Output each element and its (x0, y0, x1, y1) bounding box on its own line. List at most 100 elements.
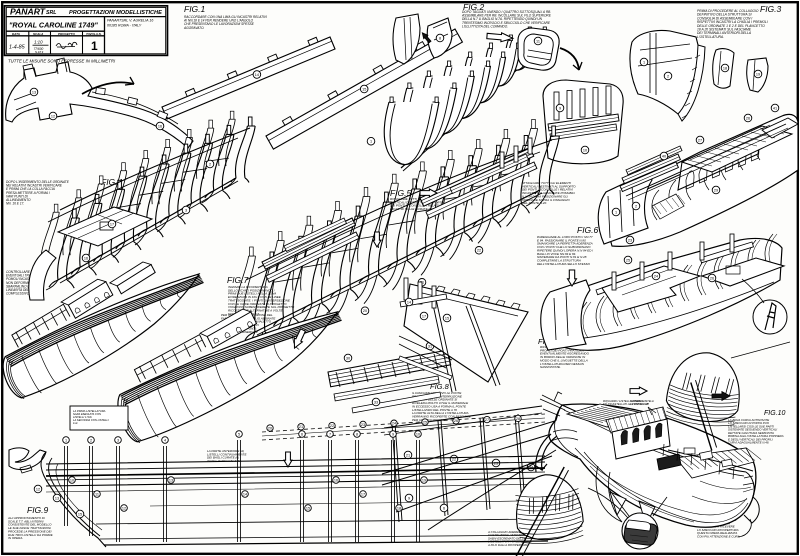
svg-text:PRIMI DUE LISTELLI NELLA ZONA: PRIMI DUE LISTELLI NELLA ZONA (228, 292, 276, 296)
svg-text:PAREGGIARE AL LORO POSTO I NN: PAREGGIARE AL LORO POSTO I NN.77 (537, 235, 593, 239)
svg-text:BOBINA DALL'OSTELLATURA POPPI: BOBINA DALL'OSTELLATURA POPPIERA (728, 434, 784, 438)
svg-text:AI NN.18 E 14 PER RENDERE UNO: AI NN.18 E 14 PER RENDERE UNO L'ANGOLO (183, 19, 254, 23)
svg-text:12: 12 (51, 114, 55, 118)
svg-text:DEI BAGLI CURATE (6): DEI BAGLI CURATE (6) (207, 456, 239, 460)
svg-text:LISTELLARSI COSI LE SUE PART: LISTELLARSI COSI LE SUE PARTI (728, 425, 774, 429)
svg-text:TRATTEGGIATE. I PONTI DI INTE: TRATTEGGIATE. I PONTI DI INTERSEZIONE (228, 298, 291, 302)
svg-text:TRENTESIMO INCROCIO E SBUCCIOL: TRENTESIMO INCROCIO E SBUCCIOLO CHE VERI… (462, 21, 551, 25)
svg-text:24: 24 (529, 465, 533, 469)
svg-text:15: 15 (306, 506, 310, 510)
svg-text:DEI PONTI O CONSOLLE I RELATIV: DEI PONTI O CONSOLLE I RELATIVI (522, 188, 573, 192)
svg-text:1x4.: 1x4. (73, 421, 78, 425)
svg-text:E DEGLI VERTICALI DEI PROFILI: E DEGLI VERTICALI DEI PROFILI (728, 438, 773, 442)
svg-text:19: 19 (422, 478, 426, 482)
svg-text:20: 20 (268, 426, 272, 430)
svg-text:VARI PUNTI DI: VARI PUNTI DI (6, 194, 28, 198)
svg-text:FIG.5: FIG.5 (390, 188, 412, 198)
svg-text:SMANIGARE LA PERFETTA ADERENZA: SMANIGARE LA PERFETTA ADERENZA (537, 242, 593, 246)
svg-text:PANART: PANART (10, 7, 46, 17)
svg-text:PROFILI DEI PONTI PRATICAVI: PROFILI DEI PONTI PRATICAVI (540, 348, 584, 352)
svg-text:SBARRALINO LA: SBARRALINO LA (6, 284, 31, 288)
svg-text:13: 13 (169, 478, 173, 482)
svg-text:ED INCASTELLATI AL PONTE N.28: ED INCASTELLATI AL PONTE N.28 (603, 402, 649, 406)
svg-text:DEL PONTE N.20.: DEL PONTE N.20. (522, 201, 547, 205)
svg-text:13: 13 (55, 496, 59, 500)
svg-text:NON DEFORMINO O: NON DEFORMINO O (6, 281, 37, 285)
svg-text:PANARTSRL V. AURELIA 16: PANARTSRL V. AURELIA 16 (107, 19, 153, 23)
svg-text:L'OSTELLATURA.: L'OSTELLATURA. (697, 35, 724, 39)
svg-text:18: 18 (397, 506, 401, 510)
svg-text:14: 14 (407, 300, 411, 304)
svg-text:21: 21 (406, 453, 410, 457)
svg-text:DELLE ORDINATE 1 E 2 E DEL PLA: DELLE ORDINATE 1 E 2 E DEL PLANCETTO (697, 24, 765, 28)
svg-text:22: 22 (330, 424, 334, 428)
svg-text:SRL: SRL (46, 10, 56, 16)
svg-text:A COLLAGGIO ADERENZA DI: A COLLAGGIO ADERENZA DI (487, 530, 528, 534)
svg-text:10: 10 (583, 148, 587, 152)
svg-text:29: 29 (714, 188, 718, 192)
svg-text:23: 23 (361, 423, 365, 427)
svg-text:10: 10 (416, 432, 420, 436)
svg-text:SARA ESEGUITA CON: SARA ESEGUITA CON (73, 412, 101, 416)
svg-text:SABIV ESCREMATO DELLA: SABIV ESCREMATO DELLA (488, 537, 525, 541)
svg-text:EVIDENZIATA IN FIG.9 CON LE L: EVIDENZIATA IN FIG.9 CON LE LINEE (228, 295, 282, 299)
svg-text:6: 6 (443, 506, 445, 510)
svg-text:16: 16 (84, 256, 88, 260)
svg-text:14: 14 (255, 73, 259, 77)
svg-text:PRESA METTERE A FORMA I: PRESA METTERE A FORMA I (6, 191, 50, 195)
svg-text:SCALA: SCALA (33, 32, 43, 36)
svg-text:RIFINIRE I LISTELLI: RIFINIRE I LISTELLI (630, 399, 654, 403)
svg-text:LA PRIMA LISTELLATURA: LA PRIMA LISTELLATURA (73, 409, 106, 413)
svg-text:IN ECCESSO USA A FORMA IL PON: IN ECCESSO USA A FORMA IL PONTE (412, 404, 467, 408)
svg-text:DETTATE GIACITURA SEMIFINITA: DETTATE GIACITURA SEMIFINITA (728, 431, 774, 435)
svg-text:26: 26 (710, 276, 714, 280)
svg-text:3: 3 (117, 438, 119, 442)
svg-text:16: 16 (334, 478, 338, 482)
svg-text:9: 9 (408, 496, 410, 500)
svg-text:DEI PONTI O CONSOLLE I RELATIV: DEI PONTI O CONSOLLE I RELATIVI (390, 204, 441, 208)
svg-text:77/600: 77/600 (34, 47, 44, 51)
svg-text:COMPLETARE LA STRUTTURA: COMPLETARE LA STRUTTURA (537, 259, 581, 263)
svg-text:13: 13 (32, 90, 36, 94)
svg-text:31: 31 (428, 344, 432, 348)
svg-text:LISTELLI 1.5x6.: LISTELLI 1.5x6. (73, 415, 93, 419)
svg-text:DUE TRIVI LISTELLI DA PORRE: DUE TRIVI LISTELLI DA PORRE (8, 533, 54, 537)
svg-text:17: 17 (361, 492, 365, 496)
svg-text:FIG.2: FIG.2 (463, 2, 485, 12)
svg-text:2: 2 (667, 74, 669, 78)
svg-text:DEI TERMINALI ANTERIORI DELLA: DEI TERMINALI ANTERIORI DELLA (697, 31, 752, 35)
svg-text:AL PONTE N.28: AL PONTE N.28 (629, 402, 650, 406)
svg-text:POMOLI INCASTRI: POMOLI INCASTRI (6, 277, 34, 281)
svg-text:CHE PRESENTANO LE LAVORAZIONI: CHE PRESENTANO LE LAVORAZIONI SPESSE (184, 22, 255, 26)
svg-text:24: 24 (654, 274, 658, 278)
svg-text:1: 1 (370, 140, 372, 144)
svg-text:2: 2 (90, 438, 92, 442)
svg-text:16: 16 (158, 124, 162, 128)
svg-text:8: 8 (439, 36, 441, 40)
svg-text:EVENTUALMENTE AGGREGANDO: EVENTUALMENTE AGGREGANDO (540, 352, 590, 356)
svg-text:LO SPECCHIO DI POPPA PUO: LO SPECCHIO DI POPPA PUO (728, 421, 770, 425)
svg-text:9: 9 (392, 432, 394, 436)
svg-text:12: 12 (122, 506, 126, 510)
svg-text:DATA: DATA (12, 32, 20, 36)
svg-text:1-4-85: 1-4-85 (9, 45, 26, 51)
svg-text:17: 17 (422, 314, 426, 318)
svg-text:4: 4 (164, 438, 166, 442)
svg-text:PRIMA DI PROCEDERE AL COLLAGG: PRIMA DI PROCEDERE AL COLLAGGIO (697, 9, 759, 13)
svg-text:BAGLI IN VOCE NN.84 E 84.: BAGLI IN VOCE NN.84 E 84. (537, 252, 576, 256)
svg-text:DELLA N.7 IL BAGLIO N.7A. RI: DELLA N.7 IL BAGLIO N.7A. RIPETTENDO QUI… (462, 17, 543, 21)
svg-text:FIG.3: FIG.3 (760, 4, 782, 14)
svg-text:30: 30 (346, 356, 350, 360)
svg-text:17: 17 (110, 222, 114, 226)
svg-text:SISTEMARE DA PONTI N.81 E N.28: SISTEMARE DA PONTI N.81 E N.28 (537, 255, 587, 259)
svg-text:NEI RELATIVI INCASTRI VERIFICA: NEI RELATIVI INCASTRI VERIFICARE (6, 184, 63, 188)
svg-text:RITAGLIARE TUTTI GLI ELEMENTI: RITAGLIARE TUTTI GLI ELEMENTI (390, 197, 439, 201)
svg-text:LO SPECCHIO RICOPERTURA: LO SPECCHIO RICOPERTURA (697, 528, 739, 532)
svg-text:DEFINITIVO DELLA STRUTTURA SI: DEFINITIVO DELLA STRUTTURA SI (697, 13, 752, 17)
svg-text:CON PIU ATTENZIONE E CURA.: CON PIU ATTENZIONE E CURA. (697, 535, 741, 539)
svg-text:E PRIMA CHE LA COLLA FACCIA: E PRIMA CHE LA COLLA FACCIA (6, 187, 55, 191)
svg-text:15: 15 (445, 316, 449, 320)
svg-text:15: 15 (362, 87, 366, 91)
svg-text:1:10: 1:10 (34, 40, 43, 45)
svg-text:24: 24 (392, 422, 396, 426)
